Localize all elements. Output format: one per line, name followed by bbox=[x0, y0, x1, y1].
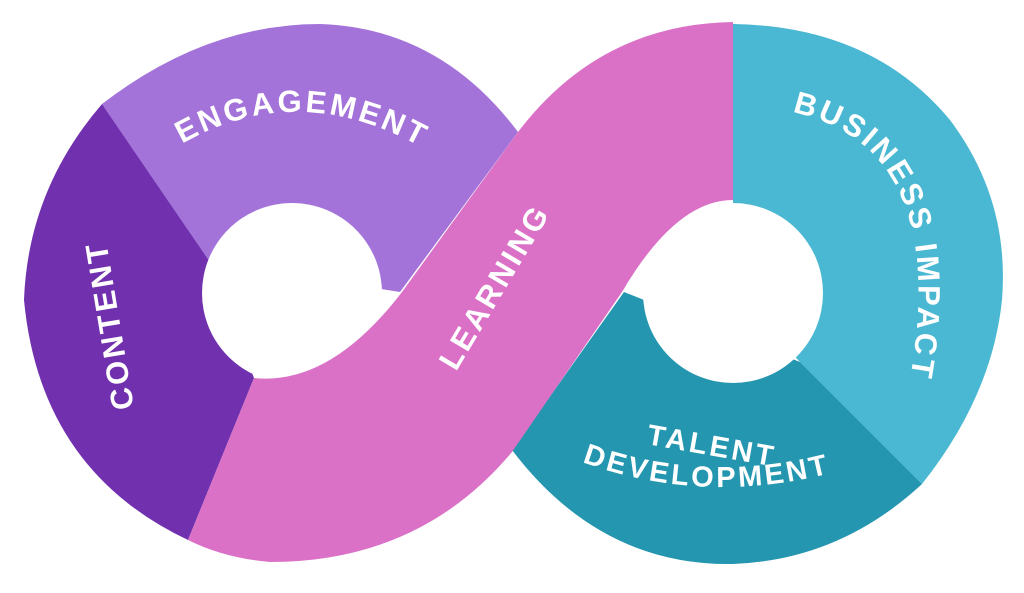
segment-talent-development bbox=[512, 292, 922, 565]
segment-content bbox=[24, 104, 254, 540]
segment-business-impact bbox=[733, 24, 1003, 484]
segment-learning bbox=[188, 22, 733, 562]
segment-engagement bbox=[102, 24, 518, 292]
